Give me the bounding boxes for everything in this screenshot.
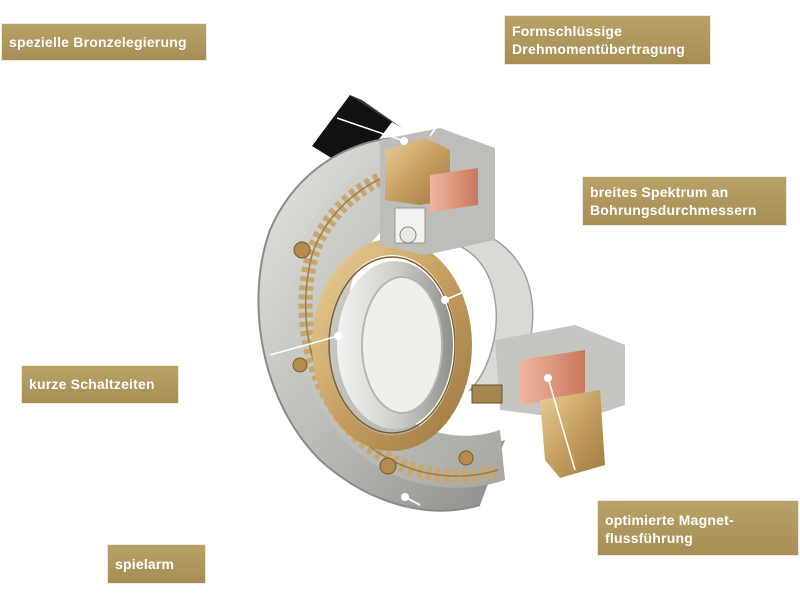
- label-torque-transmission-line-2: Drehmomentübertragung: [512, 41, 685, 57]
- leader-lines: [269, 117, 576, 506]
- connector-housing: [312, 95, 402, 172]
- label-magnetic-flux-line-2: flussführung: [605, 530, 693, 546]
- label-switching-times: kurze Schaltzeiten: [22, 366, 178, 403]
- label-bore-spectrum-line-1: breites Spektrum an: [590, 184, 729, 200]
- label-bore-spectrum-line-2: Bohrungsdurchmessern: [590, 202, 757, 218]
- inner-bore: [337, 261, 453, 429]
- label-magnetic-flux: optimierte Magnet- flussführung: [598, 501, 798, 555]
- label-torque-transmission-line-1: Formschlüssige: [512, 23, 623, 39]
- lower-cross-section: [471, 325, 625, 478]
- label-bronze-alloy: spezielle Bronzelegierung: [2, 24, 206, 60]
- mounting-holes: [292, 241, 474, 475]
- label-torque-transmission: Formschlüssige Drehmomentübertragung: [505, 16, 710, 64]
- label-bronze-alloy-line-1: spezielle Bronzelegierung: [9, 34, 187, 50]
- label-bore-spectrum: breites Spektrum an Bohrungsdurchmessern: [583, 177, 786, 225]
- label-low-backlash-line-1: spielarm: [115, 556, 175, 572]
- leader-dots: [334, 137, 552, 501]
- upper-cross-section: [380, 128, 495, 255]
- label-magnetic-flux-line-1: optimierte Magnet-: [605, 512, 734, 528]
- label-low-backlash: spielarm: [108, 545, 205, 583]
- label-switching-times-line-1: kurze Schaltzeiten: [29, 376, 155, 392]
